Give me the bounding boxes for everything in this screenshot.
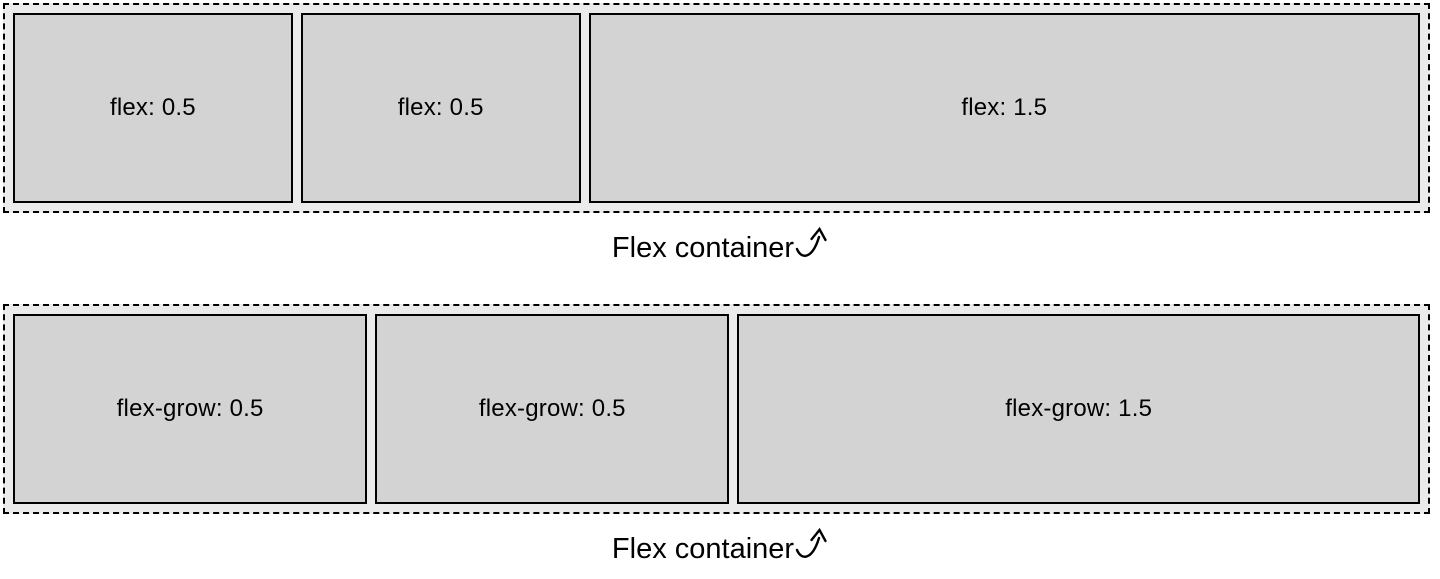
flex-item-label: flex: 1.5	[961, 94, 1048, 121]
flex-item: flex-grow: 0.5	[13, 314, 368, 504]
flex-item-label: flex-grow: 0.5	[478, 395, 626, 422]
flex-item: flex-grow: 1.5	[737, 314, 1420, 504]
curved-up-arrow-icon	[795, 224, 828, 264]
flex-item: flex: 0.5	[13, 13, 293, 203]
flex-item-label: flex: 0.5	[109, 94, 196, 121]
caption-label: Flex container	[611, 533, 795, 565]
caption-label: Flex container	[611, 232, 795, 264]
flex-item-label: flex-grow: 0.5	[116, 395, 264, 422]
flex-item: flex: 0.5	[300, 13, 581, 203]
flex-item-label: flex: 0.5	[397, 94, 484, 121]
curved-up-arrow-icon	[795, 525, 828, 565]
flex-container-shorthand: flex: 0.5 flex: 0.5 flex: 1.5	[3, 3, 1430, 213]
flex-item-label: flex-grow: 1.5	[1005, 395, 1153, 422]
flex-item: flex: 1.5	[588, 13, 1420, 203]
flex-item: flex-grow: 0.5	[375, 314, 730, 504]
flexbox-figure: flex: 0.5 flex: 0.5 flex: 1.5 Flex conta…	[0, 3, 1440, 579]
flex-container-caption: Flex container	[0, 514, 1440, 579]
flex-container-grow: flex-grow: 0.5 flex-grow: 0.5 flex-grow:…	[3, 304, 1430, 514]
flex-container-caption: Flex container	[0, 213, 1440, 301]
